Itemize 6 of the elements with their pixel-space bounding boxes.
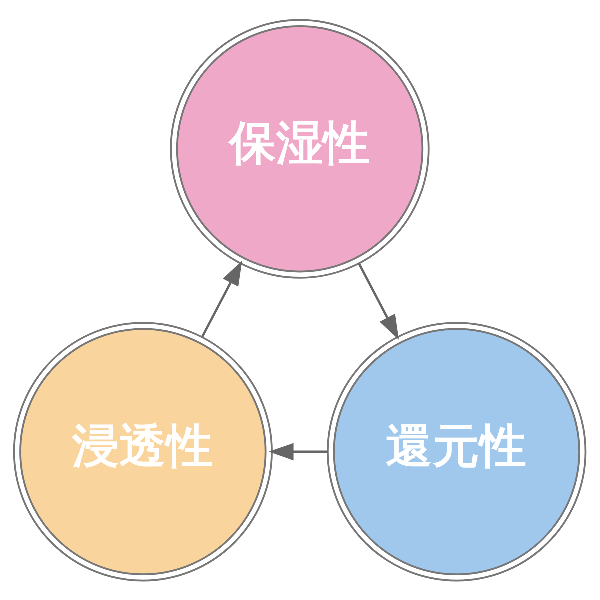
arrow bbox=[358, 262, 400, 340]
arrow bbox=[202, 260, 242, 337]
arrow bbox=[268, 442, 328, 460]
node-circle: 浸透性 bbox=[13, 322, 273, 582]
node-circle: 保湿性 bbox=[170, 18, 430, 278]
node-circle: 還元性 bbox=[327, 322, 587, 582]
